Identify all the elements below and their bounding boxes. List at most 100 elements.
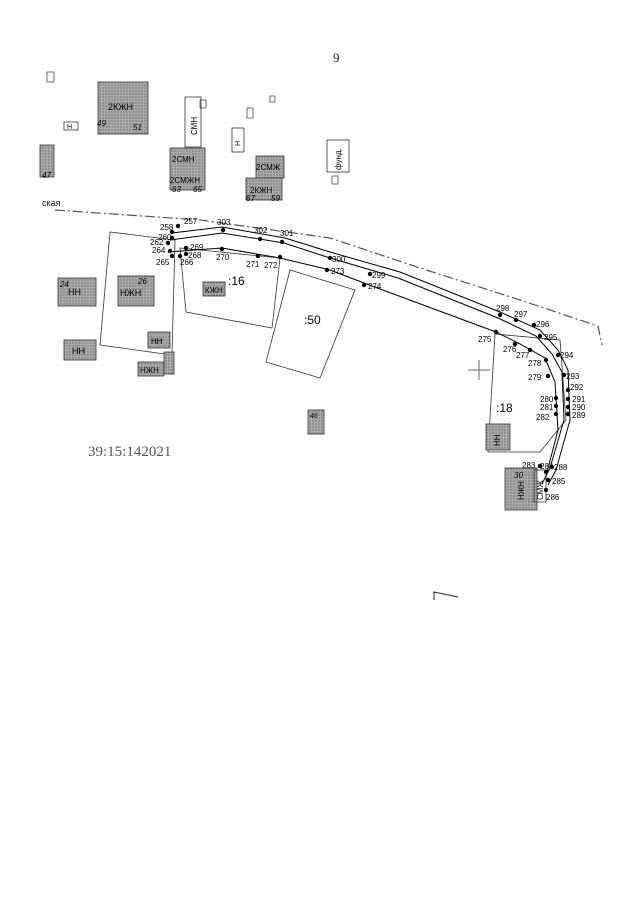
building-label: НН <box>151 337 163 346</box>
boundary-point-label: 303 <box>217 218 231 227</box>
boundary-point-270 <box>219 246 225 252</box>
small-marker <box>269 95 276 103</box>
parcel-label: :16 <box>228 274 245 288</box>
boundary-point-277 <box>527 347 533 353</box>
building-h <box>231 127 245 153</box>
boundary-point-label: 281 <box>540 403 554 412</box>
house-number: 59 <box>271 194 280 203</box>
building-label: 2КЖН <box>250 186 272 195</box>
street-boundary-line <box>54 209 603 346</box>
boundary-point-label: 258 <box>160 223 174 232</box>
boundary-point-300 <box>327 255 333 261</box>
boundary-point-label: 280 <box>540 395 554 404</box>
small-marker <box>331 175 339 185</box>
boundary-point-label: 283 <box>522 461 536 470</box>
boundary-point-label: 277 <box>516 351 530 360</box>
boundary-point-286 <box>543 487 549 493</box>
boundary-point-282 <box>553 411 559 417</box>
boundary-point-284 <box>543 469 549 475</box>
boundary-point-label: 289 <box>572 411 586 420</box>
boundary-point-label: 297 <box>514 310 528 319</box>
boundary-point-label: 273 <box>331 267 345 276</box>
boundary-point-291 <box>565 396 571 402</box>
boundary-point-262 <box>165 240 171 246</box>
building-h-left <box>63 121 79 131</box>
page-number: 9 <box>333 50 340 65</box>
boundary-point-292 <box>565 387 571 393</box>
house-number: 49 <box>97 119 106 128</box>
boundary-point-label: 279 <box>528 373 542 382</box>
parcel-label: :18 <box>496 401 513 415</box>
boundary-point-265 <box>169 253 175 259</box>
boundary-point-label: 266 <box>180 258 194 267</box>
boundary-point-label: 300 <box>332 255 346 264</box>
boundary-point-label: 262 <box>150 238 164 247</box>
building-label: НН <box>72 346 85 356</box>
building-zhn <box>163 351 175 375</box>
boundary-point-293 <box>561 372 567 378</box>
building-nn-46 <box>307 409 325 435</box>
building-label: КЖН <box>205 286 223 295</box>
building-label: 2СМЖН <box>170 176 200 185</box>
boundary-point-297 <box>513 317 519 323</box>
building-label: НЖН <box>517 481 526 500</box>
boundary-point-266 <box>177 253 183 259</box>
house-number: 47 <box>42 171 51 180</box>
small-marker <box>246 107 254 119</box>
boundary-point-280 <box>553 395 559 401</box>
boundary-point-295 <box>537 333 543 339</box>
boundary-point-257 <box>175 223 181 229</box>
boundary-point-271 <box>255 253 261 259</box>
building-nn-3 <box>147 331 171 349</box>
boundary-point-label: 288 <box>554 463 568 472</box>
boundary-point-273 <box>324 267 330 273</box>
building-nn-18 <box>485 423 511 451</box>
house-number: 65 <box>193 185 202 194</box>
house-number: 30 <box>514 471 523 480</box>
boundary-point-label: 269 <box>190 243 204 252</box>
building-label: 2СМН <box>172 155 195 164</box>
boundary-point-281 <box>553 403 559 409</box>
route-line-outer <box>171 226 571 486</box>
building-label: НН <box>68 287 81 297</box>
boundary-point-272 <box>277 254 283 260</box>
boundary-point-label: 298 <box>496 304 510 313</box>
boundary-point-label: 282 <box>536 413 550 422</box>
boundary-point-260 <box>169 235 175 241</box>
boundary-point-279 <box>545 373 551 379</box>
boundary-point-298 <box>497 312 503 318</box>
boundary-point-275 <box>493 329 499 335</box>
boundary-point-302 <box>257 236 263 242</box>
boundary-point-label: 274 <box>368 282 382 291</box>
house-number: 51 <box>133 123 142 132</box>
building-label: 2СМЖ <box>256 163 281 172</box>
building-kzhn <box>202 281 226 297</box>
building-label: СМН <box>190 117 199 135</box>
cadastral-block-code: 39:15:142021 <box>88 444 172 460</box>
boundary-point-label: 275 <box>478 335 492 344</box>
building-label: Н <box>235 141 242 146</box>
boundary-point-label: 293 <box>566 372 580 381</box>
building-label: 2КЖН <box>108 102 133 112</box>
building-left-edge <box>39 144 55 178</box>
boundary-point-299 <box>367 271 373 277</box>
boundary-point-label: 295 <box>544 333 558 342</box>
boundary-point-label: 301 <box>280 229 294 238</box>
boundary-point-label: 284 <box>540 462 554 471</box>
boundary-point-290 <box>565 404 571 410</box>
building-nzhn-30 <box>504 467 538 511</box>
building-label: Н <box>67 124 72 131</box>
building-nn-24 <box>57 277 97 307</box>
house-number: 24 <box>59 280 69 289</box>
route-line-inner <box>169 232 565 485</box>
boundary-point-label: 290 <box>572 403 586 412</box>
corner-mark <box>433 591 459 600</box>
boundary-point-label: 260 <box>158 233 172 242</box>
parcel-16 <box>179 247 281 329</box>
cross-marker <box>468 360 490 380</box>
boundary-point-label: 257 <box>184 217 198 226</box>
boundary-point-label: 268 <box>188 251 202 260</box>
boundary-point-label: 271 <box>246 260 260 269</box>
